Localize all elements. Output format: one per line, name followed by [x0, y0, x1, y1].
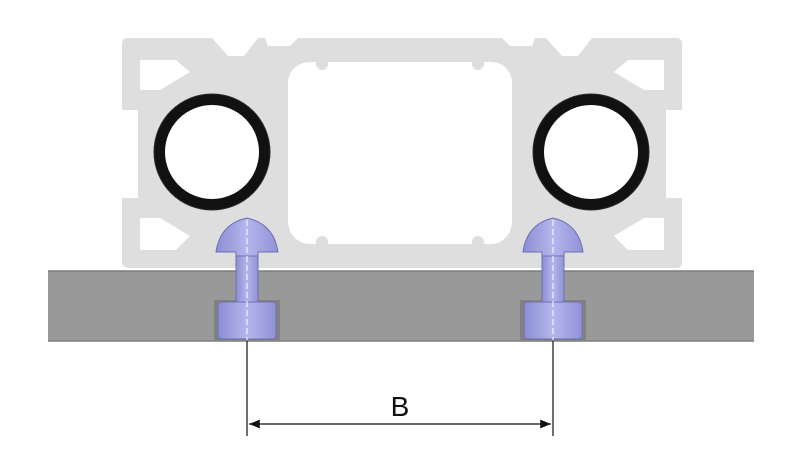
aluminum-profile [122, 38, 682, 268]
profile-slot-right-bottom [614, 218, 664, 250]
profile-cavity-notch [472, 236, 484, 248]
o-ring-right [532, 93, 650, 211]
profile-slot-left-top [140, 60, 190, 90]
profile-cavity-notch [472, 58, 484, 70]
profile-slot-right-top [614, 60, 664, 90]
pin-head-left [215, 217, 279, 257]
profile-slot-top-right [546, 38, 592, 56]
o-ring-left [153, 93, 271, 211]
profile-slot-left-side [122, 110, 138, 198]
profile-slot-top-left [212, 38, 258, 56]
profile-center-cavity [288, 62, 512, 244]
dimension-label: B [391, 391, 410, 422]
profile-slot-left-bottom [140, 218, 190, 250]
profile-cavity-notch [316, 236, 328, 248]
pin-head-right [522, 217, 584, 257]
profile-cavity-notch [316, 58, 328, 70]
base-plate [48, 270, 754, 342]
profile-slot-right-side [666, 110, 682, 198]
